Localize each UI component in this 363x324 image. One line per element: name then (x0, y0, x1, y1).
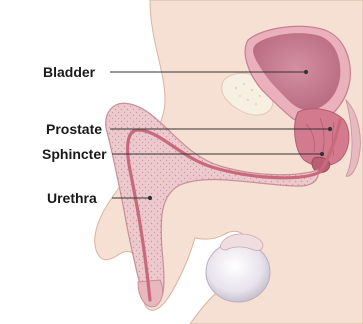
bladder-label: Bladder (43, 64, 95, 80)
sphincter-label: Sphincter (42, 146, 107, 162)
urethra-label: Urethra (47, 190, 97, 206)
prostate-label: Prostate (46, 121, 102, 137)
testis (206, 242, 270, 302)
